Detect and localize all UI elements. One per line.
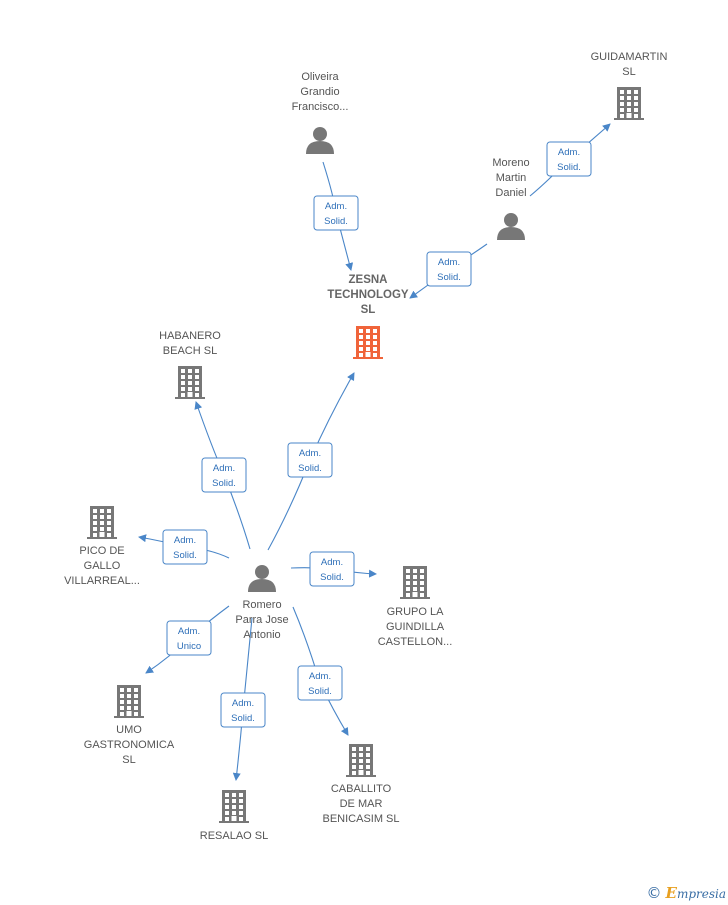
node-label: CABALLITO xyxy=(331,783,392,795)
node-umo[interactable]: UMO GASTRONOMICA SL xyxy=(84,685,175,766)
role-badge[interactable]: Adm. Solid. xyxy=(220,692,266,728)
role-label: Solid. xyxy=(308,686,332,697)
role-badge-frame xyxy=(166,620,212,656)
role-label: Adm. xyxy=(299,448,321,459)
role-badge-frame xyxy=(220,692,266,728)
role-label: Solid. xyxy=(557,162,581,173)
role-label: Adm. xyxy=(325,201,347,212)
node-resalao[interactable]: RESALAO SL xyxy=(200,790,268,842)
copyright-icon: © xyxy=(646,884,662,902)
role-label: Solid. xyxy=(231,713,255,724)
node-label: GUIDAMARTIN xyxy=(591,51,668,63)
role-badge-frame xyxy=(546,141,592,177)
role-label: Adm. xyxy=(232,698,254,709)
person-icon xyxy=(248,565,276,592)
node-label: Grandio xyxy=(300,86,339,98)
node-label: GASTRONOMICA xyxy=(84,739,175,751)
role-label: Solid. xyxy=(173,550,197,561)
role-badge[interactable]: Adm. Solid. xyxy=(426,251,472,287)
node-label: SL xyxy=(622,66,635,78)
role-label: Adm. xyxy=(438,257,460,268)
role-label: Adm. xyxy=(178,626,200,637)
building-icon xyxy=(219,790,249,823)
building-icon xyxy=(114,685,144,718)
node-caballito[interactable]: CABALLITO DE MAR BENICASIM SL xyxy=(322,744,400,825)
role-label: Adm. xyxy=(309,671,331,682)
building-icon xyxy=(87,506,117,539)
node-oliveira[interactable]: OliveiraGrandioFrancisco... xyxy=(292,71,349,154)
node-label: CASTELLON... xyxy=(378,636,453,648)
node-label: ZESNA xyxy=(349,274,388,286)
node-label: Moreno xyxy=(492,157,529,169)
role-badge-frame xyxy=(426,251,472,287)
role-label: Unico xyxy=(177,641,201,652)
role-badge[interactable]: Adm. Solid. xyxy=(162,529,208,565)
footer-brand: © Empresia xyxy=(647,883,727,903)
role-badge[interactable]: Adm. Solid. xyxy=(546,141,592,177)
node-label: SL xyxy=(122,754,135,766)
node-label: GRUPO LA xyxy=(387,606,445,618)
role-label: Adm. xyxy=(174,535,196,546)
role-label: Solid. xyxy=(320,572,344,583)
role-label: Solid. xyxy=(212,478,236,489)
role-badge-frame xyxy=(309,551,355,587)
building-icon xyxy=(614,87,644,120)
node-label: UMO xyxy=(116,724,142,736)
building-icon xyxy=(175,366,205,399)
role-badge-frame xyxy=(162,529,208,565)
role-label: Solid. xyxy=(324,216,348,227)
node-label: VILLARREAL... xyxy=(64,575,140,587)
node-label: Romero xyxy=(242,599,281,611)
edges-layer: Adm. Solid. Adm. Solid. Adm. Solid. Adm. Solid.… xyxy=(138,123,611,781)
person-icon xyxy=(497,213,525,240)
node-zesna[interactable]: ZESNA TECHNOLOGY SL xyxy=(327,274,409,359)
role-badge-frame xyxy=(287,442,333,478)
node-label: BENICASIM SL xyxy=(322,813,399,825)
node-label: PICO DE xyxy=(79,545,124,557)
node-label: DE MAR xyxy=(340,798,383,810)
node-label: BEACH SL xyxy=(163,345,217,357)
brand-logo[interactable]: Empresia xyxy=(665,884,727,902)
node-label: Antonio xyxy=(243,629,280,641)
role-badge-frame xyxy=(313,195,359,231)
nodes-layer: ZESNA TECHNOLOGY SL GUIDAMARTIN SL OliveiraGr… xyxy=(64,51,667,842)
node-label: Martin xyxy=(496,172,527,184)
node-label: Francisco... xyxy=(292,101,349,113)
node-habanero[interactable]: HABANERO BEACH SL xyxy=(159,330,221,399)
role-badge[interactable]: Adm. Solid. xyxy=(309,551,355,587)
role-badge[interactable]: Adm. Solid. xyxy=(297,665,343,701)
role-label: Solid. xyxy=(298,463,322,474)
role-badge[interactable]: Adm. Solid. xyxy=(287,442,333,478)
node-pico[interactable]: PICO DE GALLO VILLARREAL... xyxy=(64,506,140,587)
role-label: Adm. xyxy=(213,463,235,474)
role-badge-frame xyxy=(201,457,247,493)
building-icon xyxy=(353,326,383,359)
node-label: GALLO xyxy=(84,560,121,572)
role-badge-frame xyxy=(297,665,343,701)
node-label: TECHNOLOGY xyxy=(327,289,408,301)
role-badge[interactable]: Adm. Solid. xyxy=(201,457,247,493)
node-label: RESALAO SL xyxy=(200,830,268,842)
role-label: Solid. xyxy=(437,272,461,283)
node-label: SL xyxy=(361,304,376,316)
node-label: Oliveira xyxy=(301,71,339,83)
node-grupo[interactable]: GRUPO LA GUINDILLA CASTELLON... xyxy=(378,566,453,648)
building-icon xyxy=(400,566,430,599)
person-icon xyxy=(306,127,334,154)
role-badge[interactable]: Adm. Unico xyxy=(166,620,212,656)
role-badge[interactable]: Adm. Solid. xyxy=(313,195,359,231)
node-label: GUINDILLA xyxy=(386,621,445,633)
node-guidamartin[interactable]: GUIDAMARTIN SL xyxy=(591,51,668,120)
role-label: Adm. xyxy=(558,147,580,158)
node-label: Daniel xyxy=(495,187,526,199)
node-label: HABANERO xyxy=(159,330,221,342)
role-label: Adm. xyxy=(321,557,343,568)
node-label: Parra Jose xyxy=(235,614,288,626)
building-icon xyxy=(346,744,376,777)
